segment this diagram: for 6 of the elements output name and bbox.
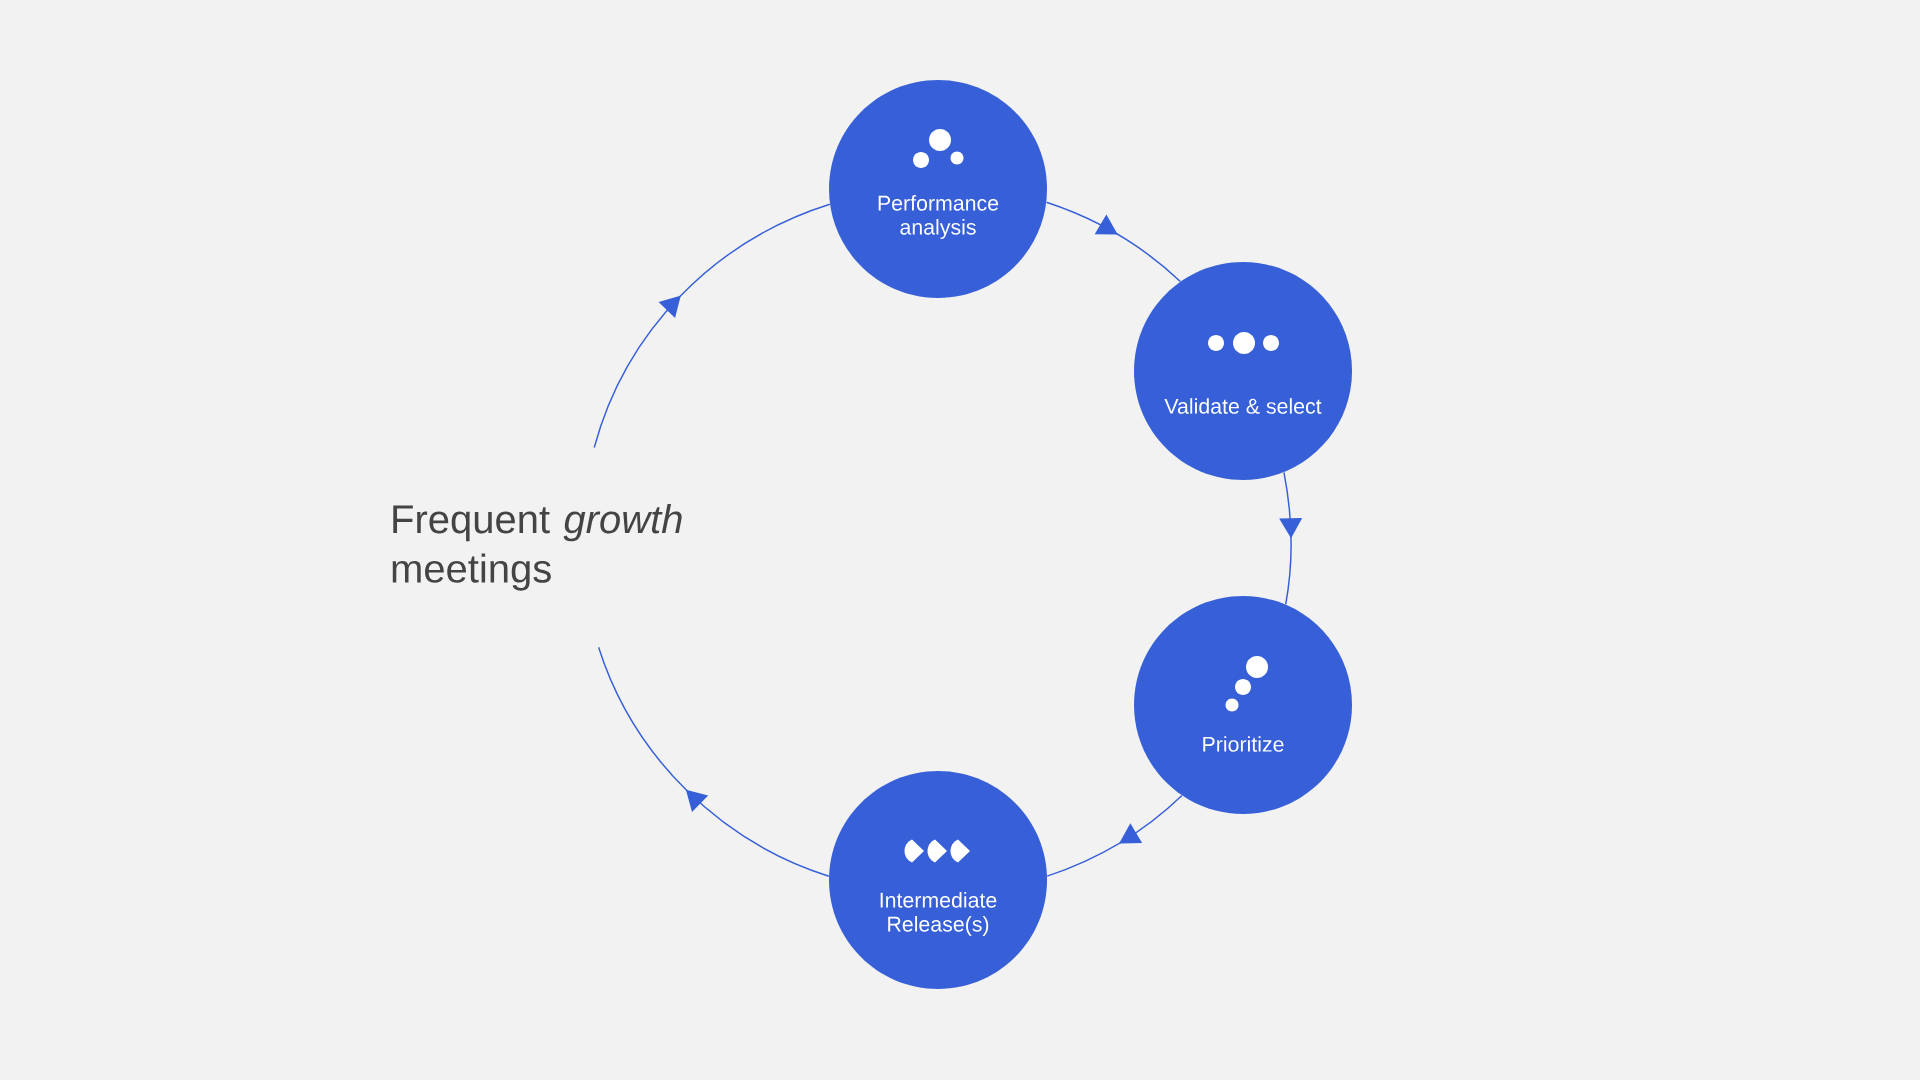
title-text: Frequent growth meetings <box>392 504 682 591</box>
arrow <box>593 203 831 449</box>
arrow <box>1046 794 1183 877</box>
arrow <box>1045 201 1182 283</box>
arrow <box>597 646 830 877</box>
arrow <box>1279 471 1303 606</box>
